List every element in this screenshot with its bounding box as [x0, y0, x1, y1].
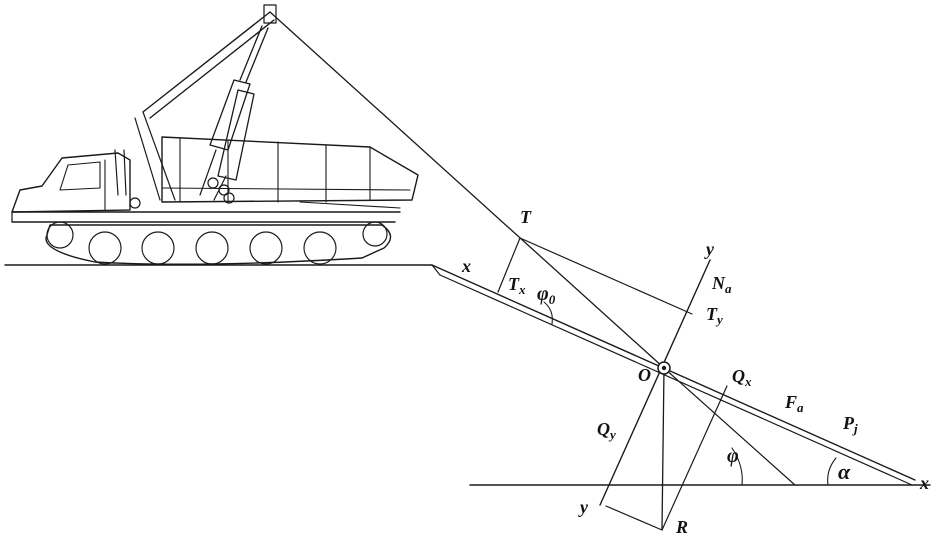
label-x-left: x: [461, 256, 471, 276]
label-y-bottom: y: [578, 497, 589, 517]
labels: T Tx φ0 y Na Ty x O Qx Fa Pj Qy φ α: [461, 207, 929, 537]
tension-components: [497, 237, 693, 315]
ground: [4, 264, 931, 486]
track: [45, 221, 392, 265]
crane-boom: [134, 4, 277, 201]
label-y-top: y: [704, 239, 715, 259]
phi0-arc: [543, 301, 553, 325]
label-o: O: [638, 365, 651, 385]
label-pj: Pj: [842, 413, 858, 436]
label-r: R: [675, 517, 688, 537]
pivot-o: [657, 361, 671, 375]
label-qy: Qy: [597, 419, 616, 442]
chassis: [11, 211, 401, 223]
tracked-vehicle: [11, 4, 419, 265]
label-phi: φ: [727, 445, 739, 467]
cab: [11, 149, 141, 213]
label-tx: Tx: [508, 274, 526, 297]
label-alpha: α: [838, 459, 851, 484]
cargo-box: [161, 136, 419, 209]
label-phi0: φ0: [537, 283, 556, 307]
label-x-right: x: [919, 473, 929, 493]
label-ty: Ty: [706, 304, 723, 327]
label-t: T: [520, 207, 532, 227]
rope: [269, 11, 665, 369]
resultant-components: [605, 367, 796, 531]
label-qx: Qx: [732, 366, 752, 389]
y-axis: [599, 259, 711, 506]
phi-arc: [731, 447, 743, 486]
slope-x-axis: [431, 264, 916, 486]
alpha-arc: [827, 457, 837, 486]
label-fa: Fa: [784, 392, 804, 415]
hydraulic-cylinders: [199, 25, 269, 204]
label-na: Na: [711, 273, 732, 296]
